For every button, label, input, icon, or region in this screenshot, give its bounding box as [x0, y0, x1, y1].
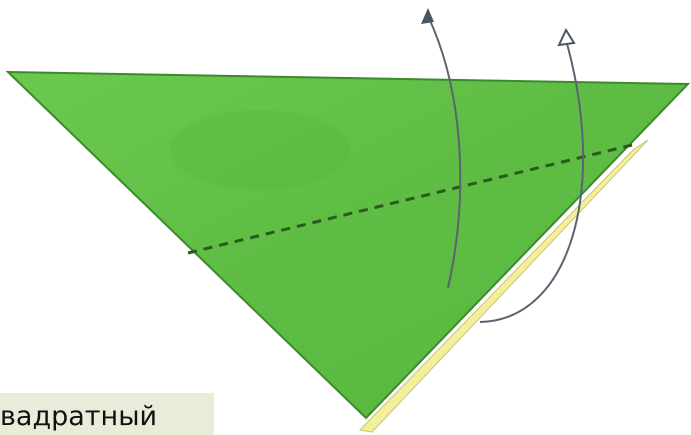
arrowhead-hollow-icon	[559, 30, 574, 45]
caption-text: вадратный	[0, 402, 157, 432]
paper-triangle	[8, 72, 688, 418]
paper-shade	[170, 110, 350, 190]
arrowhead-filled-icon	[421, 8, 434, 24]
caption-box: вадратный	[0, 393, 214, 435]
